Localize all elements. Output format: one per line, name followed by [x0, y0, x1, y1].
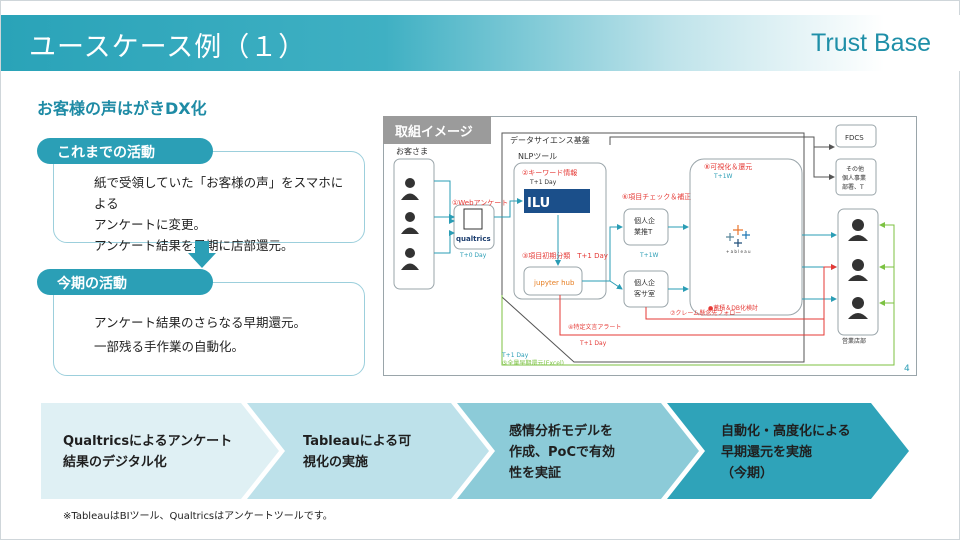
step-line: 作成、PoCで有効: [509, 445, 615, 460]
person-icon: [401, 178, 419, 200]
workflow-diagram: お客さま データサイエンス基盤 NLPツール qualtrics T+0 Day…: [383, 116, 917, 376]
t1c-label: T+1 Day: [501, 352, 529, 359]
diagram-canvas: お客さま データサイエンス基盤 NLPツール qualtrics T+0 Day…: [393, 124, 910, 374]
qualtrics-logo: qualtrics: [456, 235, 491, 243]
header-bar: ユースケース例（１） Trust Base: [1, 15, 960, 71]
current-activity-label: 今期の活動: [37, 269, 213, 295]
previous-line: アンケートに変更。: [94, 217, 207, 232]
ilu-mark: ILU: [527, 196, 550, 211]
step-text-1: Qualtricsによるアンケート 結果のデジタル化: [63, 431, 232, 473]
step1-label: ①Webアンケート: [452, 199, 508, 207]
current-line: 一部残る手作業の自動化。: [94, 339, 245, 354]
step3-label: ③項目初期分類 T+1 Day: [522, 251, 608, 260]
fdcs-label: FDCS: [845, 134, 864, 142]
step-line: Qualtricsによるアンケート: [63, 434, 233, 449]
tableau-icon: [726, 225, 750, 247]
t1w-a-label: T+1W: [639, 252, 659, 259]
clipboard-icon: [463, 208, 483, 230]
step-chevron-2: [247, 403, 489, 499]
staff-icon: [848, 259, 868, 281]
branch-group: [837, 208, 879, 336]
staff-icon: [848, 297, 868, 319]
jupyter-logo: jupyter hub: [533, 279, 575, 287]
step-line: 性を実証: [509, 466, 562, 481]
ilu-logo: [524, 189, 590, 213]
steps-chevrons: [41, 403, 909, 499]
step-line: Tableauによる可: [303, 434, 412, 449]
customer-label: お客さま: [396, 146, 428, 156]
previous-line: 紙で受領していた「お客様の声」をスマホによる: [94, 175, 344, 211]
step-text-2: Tableauによる可 視化の実施: [303, 431, 411, 473]
other-line: 部署、T: [842, 183, 864, 191]
staff-icon: [848, 219, 868, 241]
previous-activity-box: 紙で受領していた「お客様の声」をスマホによる アンケートに変更。 アンケート結果…: [53, 151, 365, 253]
t1w-b-label: T+1W: [713, 173, 733, 180]
tableau-wordmark: + a b l e a u: [726, 249, 751, 254]
platform-label: データサイエンス基盤: [510, 135, 590, 145]
step-line: 感情分析モデルを: [509, 424, 614, 439]
step5-label: ⑤全量早期還元(Excel): [502, 359, 564, 367]
step-chevron-3: [457, 403, 699, 499]
step6-label: ⑥項目チェック＆補正: [622, 192, 691, 201]
step-chevron-1: [41, 403, 279, 499]
tableau-group: [689, 158, 803, 316]
step7-label: ⑦クレーム懸念先フォロー: [670, 309, 741, 317]
page-title: ユースケース例（１）: [29, 32, 307, 63]
nlp-tool-label: NLPツール: [518, 152, 557, 161]
brand-logo: Trust Base: [811, 29, 931, 57]
step-line: 視化の実施: [303, 455, 369, 470]
dept2-line: 個人企: [634, 278, 655, 287]
step-text-4: 自動化・高度化による 早期還元を実施 （今期）: [721, 421, 851, 484]
accum-label: ●蓄積＆DB化検討: [708, 304, 758, 312]
current-activity-box: アンケート結果のさらなる早期還元。 一部残る手作業の自動化。: [53, 282, 365, 376]
platform-boundary: [501, 132, 805, 363]
other-line: 個人事業: [842, 174, 866, 182]
step4-label: ④特定文言アラート: [568, 323, 621, 331]
previous-line: アンケート結果を早期に店部還元。: [94, 238, 294, 253]
person-icon: [401, 212, 419, 234]
other-dept-box: [835, 158, 877, 196]
footnote: ※TableauはBIツール、Qualtricsはアンケートツールです。: [63, 511, 333, 522]
dept2-line: 客サ室: [634, 289, 655, 298]
diagram-tag: 取組イメージ: [383, 116, 491, 144]
section-subtitle: お客様の声はがきDX化: [37, 99, 207, 118]
customer-group: [393, 158, 435, 290]
step-line: 自動化・高度化による: [721, 424, 851, 439]
step-line: 早期還元を実施: [721, 445, 813, 460]
fdcs-box: [835, 124, 877, 148]
previous-activity-label: これまでの活動: [37, 138, 213, 164]
t1a-label: T+1 Day: [529, 179, 557, 186]
other-line: その他: [846, 165, 864, 173]
step-line: （今期）: [721, 466, 774, 481]
step-line: 結果のデジタル化: [63, 455, 167, 470]
step2-label: ②キーワード情報: [522, 168, 577, 177]
dept1-line: 業推T: [634, 227, 653, 236]
branch-label: 営業店部: [842, 337, 866, 345]
dept1-box: [623, 208, 669, 246]
step-text-3: 感情分析モデルを 作成、PoCで有効 性を実証: [509, 421, 615, 484]
t0-label: T+0 Day: [459, 252, 487, 259]
t1b-label: T+1 Day: [579, 340, 607, 347]
current-line: アンケート結果のさらなる早期還元。: [94, 315, 307, 330]
down-arrow-icon: [188, 241, 216, 268]
dept2-box: [623, 270, 669, 308]
dept1-line: 個人企: [634, 216, 655, 225]
step-chevron-4: [667, 403, 909, 499]
step8-label: ⑧可視化＆還元: [704, 162, 752, 171]
page-number: 4: [904, 364, 910, 374]
person-icon: [401, 248, 419, 270]
